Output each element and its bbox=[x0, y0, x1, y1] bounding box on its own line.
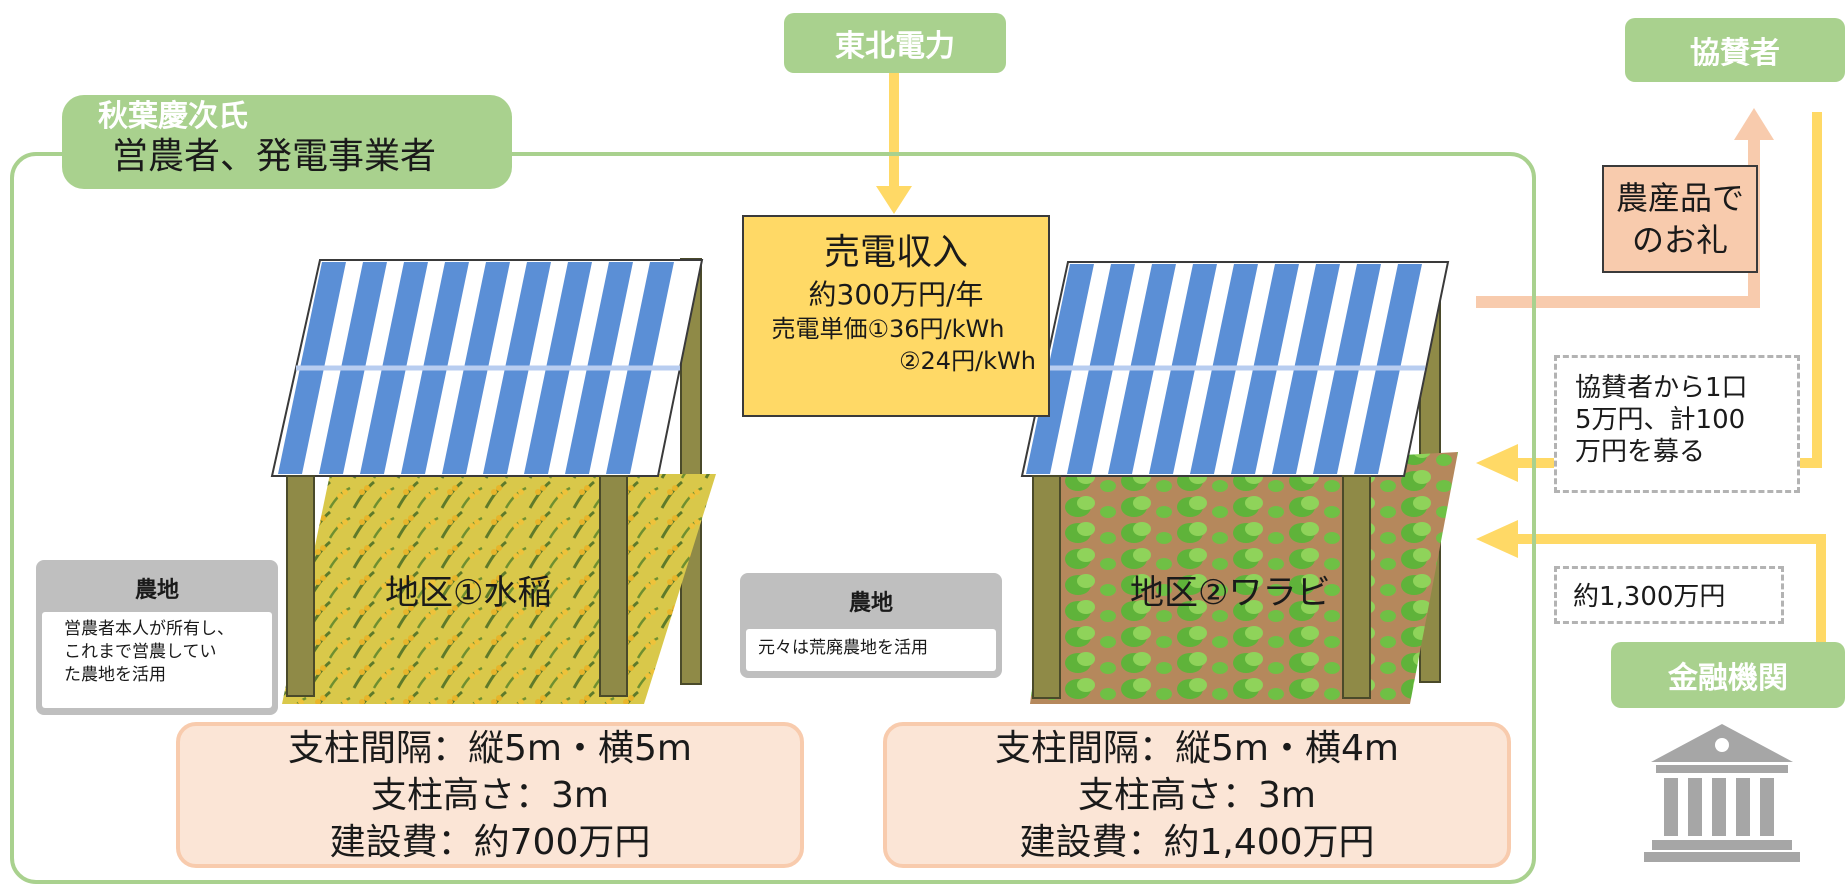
arrow-bank-to-field bbox=[1476, 520, 1826, 648]
field1-label: 地区①水稲 bbox=[385, 573, 552, 613]
sponsorship-line: 協賛者から1口 bbox=[1575, 373, 1748, 403]
sponsorship-line: 5万円、計100 bbox=[1575, 405, 1746, 435]
farmland-card-2-body: 元々は荒廃農地を活用 bbox=[746, 629, 996, 671]
arrow-power-to-sales bbox=[876, 70, 912, 214]
power-company-label: 東北電力 bbox=[835, 29, 955, 64]
sales-price-line1: 売電単価①36円/kWh bbox=[771, 315, 1005, 343]
field1-spec-line: 支柱高さ：3m bbox=[371, 774, 609, 816]
owner-tag: 秋葉慶次氏 営農者、発電事業者 bbox=[62, 95, 512, 189]
thanks-box: 農産品で のお礼 bbox=[1602, 165, 1758, 273]
farmland-card-1: 農地 営農者本人が所有し、 これまで営農してい た農地を活用 bbox=[36, 560, 278, 715]
thanks-line: のお礼 bbox=[1631, 221, 1728, 259]
farmland-card-1-line: 営農者本人が所有し、 bbox=[64, 619, 234, 639]
sponsorship-box: 協賛者から1口 5万円、計100 万円を募る bbox=[1554, 355, 1800, 493]
bank-label: 金融機関 bbox=[1668, 661, 1788, 696]
farmland-card-2-line: 元々は荒廃農地を活用 bbox=[758, 638, 928, 658]
front-post-icon bbox=[286, 475, 315, 697]
field2-spec-line: 支柱間隔：縦5m・横4m bbox=[995, 727, 1399, 769]
solar-structure-2 bbox=[1020, 261, 1458, 704]
farmland-card-1-title: 農地 bbox=[134, 578, 179, 603]
owner-name: 秋葉慶次氏 bbox=[98, 99, 248, 134]
loan-label: 約1,300万円 bbox=[1573, 582, 1726, 612]
sales-amount: 約300万円/年 bbox=[808, 278, 984, 311]
bank-tag: 金融機関 bbox=[1611, 642, 1845, 708]
power-company-tag: 東北電力 bbox=[784, 13, 1006, 73]
solar-structure-1 bbox=[270, 258, 716, 704]
thanks-line: 農産品で bbox=[1615, 179, 1744, 217]
field2-spec-box: 支柱間隔：縦5m・横4m 支柱高さ：3m 建設費：約1,400万円 bbox=[883, 722, 1511, 868]
owner-role: 営農者、発電事業者 bbox=[112, 136, 437, 177]
farmland-card-2: 農地 元々は荒廃農地を活用 bbox=[740, 573, 1002, 678]
field1-spec-line: 支柱間隔：縦5m・横5m bbox=[288, 727, 692, 769]
sponsor-tag: 協賛者 bbox=[1625, 18, 1845, 82]
sales-price-line2: ②24円/kWh bbox=[899, 347, 1036, 375]
sales-title: 売電収入 bbox=[823, 232, 968, 273]
farmland-card-2-title: 農地 bbox=[848, 591, 893, 616]
loan-box: 約1,300万円 bbox=[1554, 566, 1784, 624]
owner-frame bbox=[10, 152, 1536, 884]
sponsorship-line: 万円を募る bbox=[1575, 437, 1706, 467]
field1-spec-box: 支柱間隔：縦5m・横5m 支柱高さ：3m 建設費：約700万円 bbox=[176, 722, 804, 868]
farmland-card-1-line: これまで営農してい bbox=[64, 642, 217, 662]
farmland-card-1-body: 営農者本人が所有し、 これまで営農してい た農地を活用 bbox=[42, 612, 272, 708]
sales-revenue-box: 売電収入 約300万円/年 売電単価①36円/kWh ②24円/kWh bbox=[742, 215, 1050, 417]
farmland-card-1-line: た農地を活用 bbox=[64, 665, 166, 685]
field2-spec-line: 建設費：約1,400万円 bbox=[1019, 821, 1375, 863]
field2-spec-line: 支柱高さ：3m bbox=[1078, 774, 1316, 816]
sponsor-label: 協賛者 bbox=[1690, 36, 1780, 71]
bank-icon bbox=[1644, 724, 1800, 862]
field2-label: 地区②ワラビ bbox=[1130, 573, 1331, 613]
field1-spec-line: 建設費：約700万円 bbox=[329, 821, 651, 863]
